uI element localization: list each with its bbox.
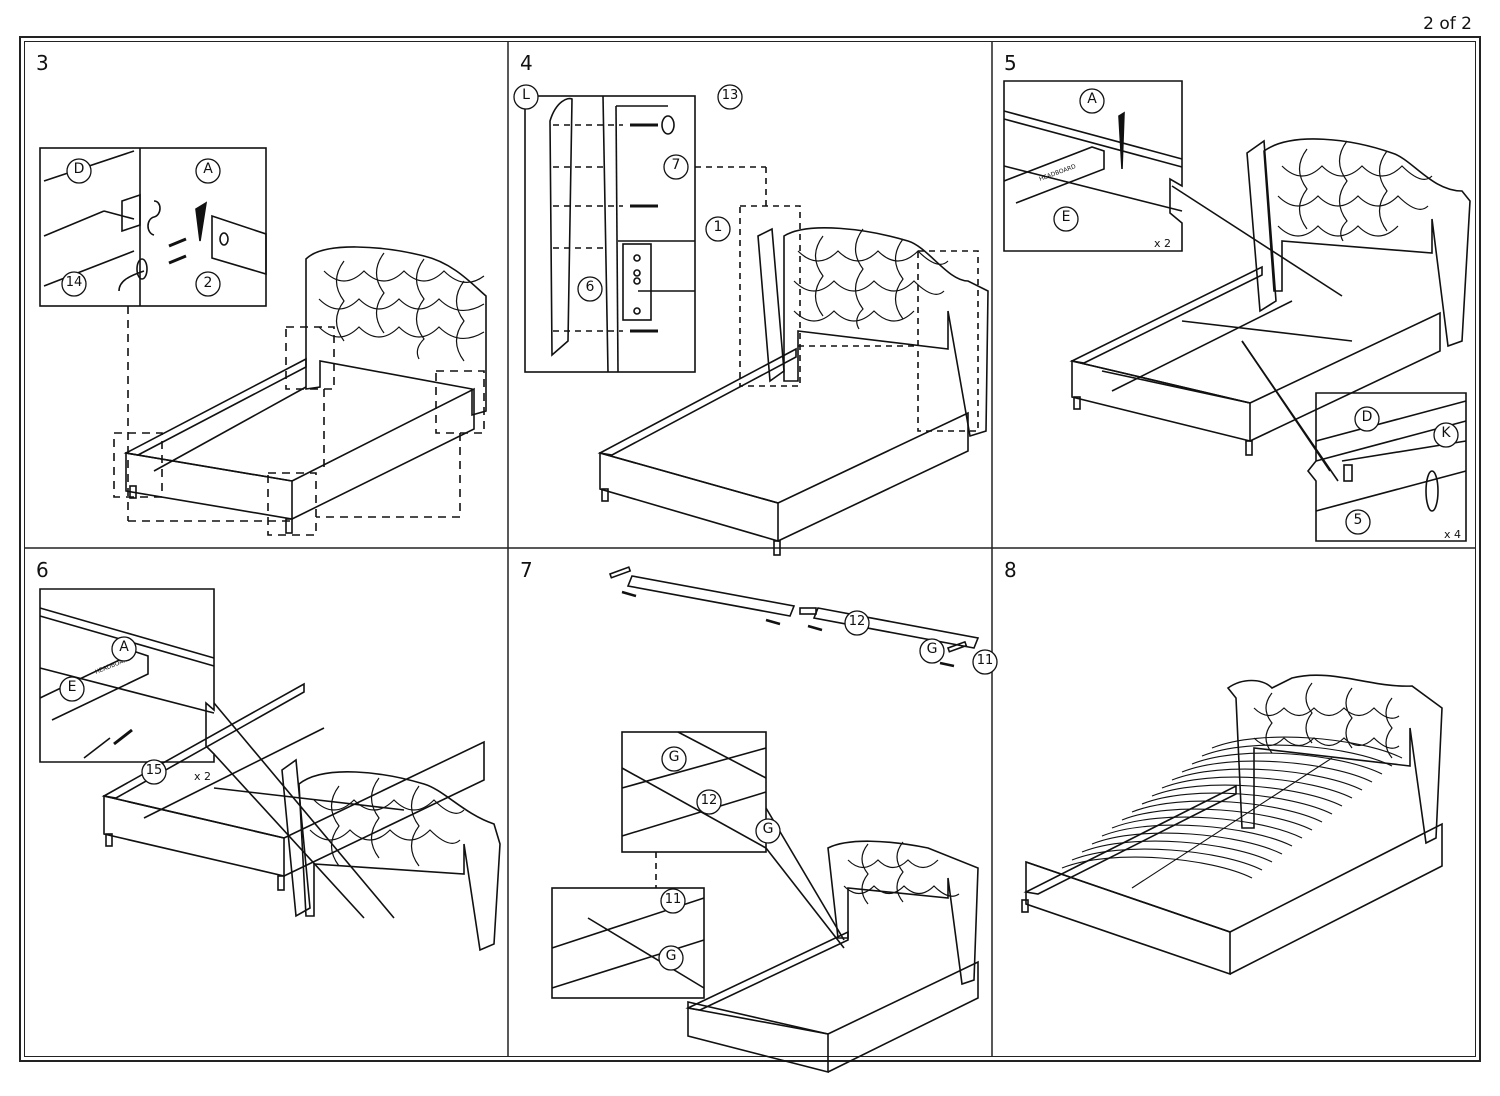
grid-lines <box>24 41 1476 1057</box>
page-indicator: 2 of 2 <box>1423 14 1472 34</box>
callout-E: E <box>1061 209 1071 225</box>
callout-7: 7 <box>671 157 681 173</box>
step-6-panel: 6 HEADBOARD <box>24 548 508 1057</box>
step-number: 4 <box>520 51 533 75</box>
detail-inset <box>39 147 267 307</box>
callout-G-inset-bottom: G <box>665 948 677 964</box>
callout-A: A <box>119 639 129 655</box>
step-4-illustration <box>513 84 989 556</box>
callout-15: 15 <box>145 763 163 778</box>
step-5-illustration: HEADBOARD <box>1003 80 1471 542</box>
step-8-illustration <box>1021 674 1443 976</box>
callout-12-inset: 12 <box>700 793 718 808</box>
detail-inset <box>524 95 696 373</box>
step-3-illustration <box>39 147 487 536</box>
callout-E: E <box>67 679 77 695</box>
callout-D: D <box>1361 409 1373 425</box>
callout-A: A <box>203 161 213 177</box>
detail-inset-top <box>1003 80 1183 252</box>
callout-K: K <box>1441 425 1451 441</box>
detail-inset-bottom <box>1306 392 1467 542</box>
page-border-outer <box>19 36 1481 1062</box>
callout-G-inset-top: G <box>668 749 680 765</box>
callout-11-inset: 11 <box>664 892 682 907</box>
page-border-inner <box>24 41 1476 1057</box>
detail-inset-12 <box>621 731 767 853</box>
step-6-illustration: HEADBOARD <box>39 588 501 952</box>
quantity-x2: x 2 <box>1154 237 1172 250</box>
callout-6: 6 <box>585 279 595 295</box>
step-7-panel: 7 <box>508 548 998 1074</box>
callout-G: G <box>926 641 938 657</box>
step-number: 3 <box>36 51 49 75</box>
step-5-panel: 5 HEADBOARD <box>992 41 1476 548</box>
step-7-illustration <box>551 566 998 1074</box>
step-3-panel: 3 <box>24 41 508 548</box>
callout-5: 5 <box>1353 512 1363 528</box>
callout-12: 12 <box>848 614 866 629</box>
quantity-x2: x 2 <box>194 770 212 783</box>
step-number: 6 <box>36 558 49 582</box>
step-number: 7 <box>520 558 533 582</box>
quantity-x4: x 4 <box>1444 528 1462 541</box>
step-number: 5 <box>1004 51 1017 75</box>
callout-11: 11 <box>976 653 994 668</box>
detail-inset-11 <box>551 887 705 999</box>
callout-G-inset-right: G <box>762 821 774 837</box>
callout-14: 14 <box>65 275 83 290</box>
callout-D: D <box>73 161 85 177</box>
callout-2: 2 <box>203 275 213 291</box>
step-number: 8 <box>1004 558 1017 582</box>
callout-1: 1 <box>713 219 723 235</box>
callout-L: L <box>522 87 530 103</box>
callout-A: A <box>1087 91 1097 107</box>
instruction-grid: 3 <box>24 41 1476 1074</box>
step-8-panel: 8 <box>992 548 1476 1057</box>
detail-inset <box>39 588 215 763</box>
step-4-panel: 4 <box>508 41 992 556</box>
callout-13: 13 <box>721 88 739 103</box>
